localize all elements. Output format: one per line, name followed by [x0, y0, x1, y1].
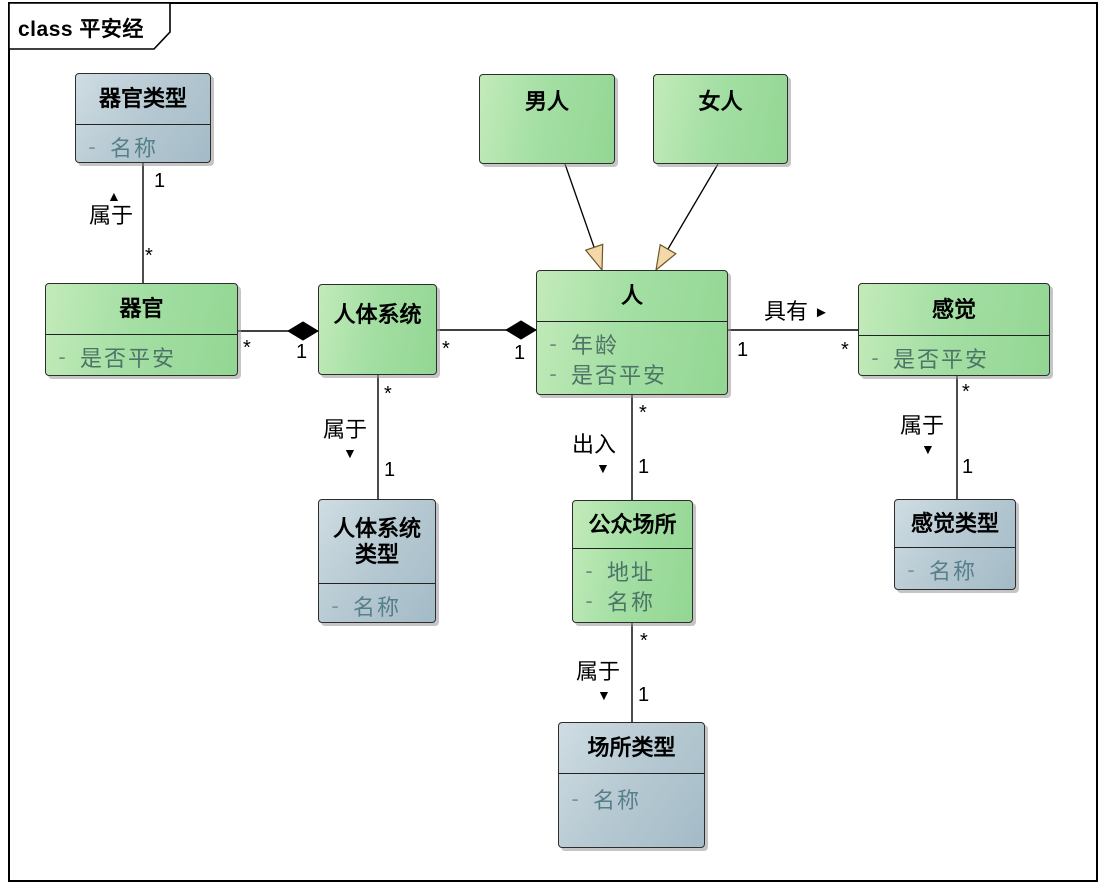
attribute-row: -名称: [319, 591, 435, 621]
visibility-marker: -: [88, 134, 98, 159]
class-title: 器官类型: [98, 86, 187, 111]
connector-man-person[interactable]: [564, 163, 595, 248]
attribute-row: -名称: [559, 784, 704, 814]
composition-diamond: [505, 320, 537, 340]
attribute-row: -名称: [895, 555, 1015, 585]
attribute-row: -年龄: [537, 329, 727, 359]
class-title: 感觉: [931, 296, 976, 322]
multiplicity-label: 1: [384, 459, 396, 481]
generalization-arrow: [584, 243, 604, 272]
class-box-man[interactable]: 男人: [479, 74, 615, 164]
direction-arrow-right: ►: [814, 304, 829, 321]
direction-arrow-down: ▼: [343, 445, 357, 461]
multiplicity-label: *: [841, 339, 849, 361]
class-title: 感觉类型: [910, 510, 999, 536]
class-box-organ[interactable]: 器官 -是否平安: [45, 283, 238, 376]
visibility-marker: -: [549, 331, 559, 356]
class-attributes: -名称: [76, 124, 210, 162]
class-attributes: -名称: [895, 547, 1015, 589]
diagram-title-tab: [8, 2, 171, 50]
multiplicity-label: 1: [514, 342, 526, 364]
direction-arrow-down: ▼: [597, 687, 611, 703]
multiplicity-label: 1: [296, 341, 308, 363]
visibility-marker: -: [549, 361, 559, 386]
class-box-organ-type[interactable]: 器官类型 -名称: [75, 73, 211, 163]
multiplicity-label: *: [145, 245, 153, 267]
class-box-body-system[interactable]: 人体系统: [318, 284, 437, 375]
multiplicity-label: *: [243, 337, 251, 359]
direction-arrow-up: ▲: [107, 188, 121, 204]
direction-arrow-down: ▼: [596, 460, 610, 476]
attribute-row: -是否平安: [537, 359, 727, 389]
class-title: 人体系统类型: [332, 515, 421, 567]
generalization-arrow: [655, 243, 677, 272]
multiplicity-label: *: [639, 402, 647, 424]
attribute-row: -是否平安: [46, 342, 237, 372]
direction-arrow-down: ▼: [921, 441, 935, 457]
multiplicity-label: 1: [638, 456, 650, 478]
diagram-frame-border: [8, 2, 1098, 882]
connector-woman-person[interactable]: [667, 163, 719, 250]
visibility-marker: -: [331, 593, 341, 618]
composition-diamond: [287, 321, 319, 341]
class-attributes: -年龄 -是否平安: [537, 321, 727, 394]
class-attributes: -地址 -名称: [573, 548, 692, 622]
attribute-row: -名称: [76, 132, 210, 162]
class-box-body-system-type[interactable]: 人体系统类型 -名称: [318, 499, 436, 623]
association-label: 具有►: [764, 299, 829, 324]
visibility-marker: -: [907, 557, 917, 582]
association-label: 属于: [900, 413, 945, 438]
multiplicity-label: 1: [962, 456, 974, 478]
multiplicity-label: 1: [154, 170, 166, 192]
visibility-marker: -: [871, 345, 881, 370]
multiplicity-label: *: [384, 383, 392, 405]
class-title: 男人: [524, 89, 569, 114]
multiplicity-label: 1: [638, 684, 650, 706]
visibility-marker: -: [585, 558, 595, 583]
class-title: 公众场所: [588, 511, 677, 537]
multiplicity-label: 1: [737, 339, 749, 361]
visibility-marker: -: [58, 344, 68, 369]
class-title: 场所类型: [587, 735, 676, 760]
association-label: 属于: [323, 417, 368, 442]
class-box-person[interactable]: 人 -年龄 -是否平安: [536, 270, 728, 395]
association-label: 属于: [89, 203, 134, 228]
class-box-woman[interactable]: 女人: [653, 74, 788, 164]
class-box-public-place[interactable]: 公众场所 -地址 -名称: [572, 500, 693, 623]
class-attributes: -是否平安: [46, 334, 237, 375]
visibility-marker: -: [571, 786, 581, 811]
attribute-row: -名称: [573, 586, 692, 616]
class-attributes: -名称: [559, 773, 704, 847]
diagram-frame-title: class 平安经: [18, 18, 144, 41]
class-title: 人: [620, 283, 643, 308]
visibility-marker: -: [585, 588, 595, 613]
class-box-place-type[interactable]: 场所类型 -名称: [558, 722, 705, 848]
class-attributes: -名称: [319, 583, 435, 622]
association-label: 出入: [572, 432, 617, 457]
class-box-feeling-type[interactable]: 感觉类型 -名称: [894, 499, 1016, 590]
class-title: 女人: [698, 89, 743, 114]
multiplicity-label: *: [640, 630, 648, 652]
multiplicity-label: *: [962, 381, 970, 403]
multiplicity-label: *: [442, 338, 450, 360]
class-box-feeling[interactable]: 感觉 -是否平安: [858, 283, 1050, 376]
class-title: 器官: [119, 296, 164, 321]
attribute-row: -地址: [573, 556, 692, 586]
association-label: 属于: [576, 659, 621, 684]
attribute-row: -是否平安: [859, 343, 1049, 373]
class-attributes: -是否平安: [859, 335, 1049, 375]
class-title: 人体系统: [333, 302, 422, 327]
